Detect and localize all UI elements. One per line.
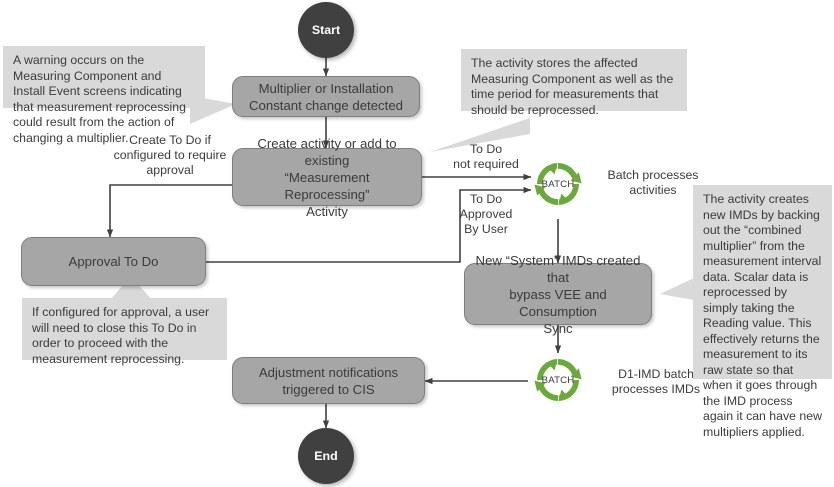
batch-imds-label: BATCH xyxy=(541,374,575,386)
callout-tail-imd xyxy=(660,278,694,300)
node-system-imds: New “System” IMDs created that bypass VE… xyxy=(464,253,652,336)
terminator-end-label: End xyxy=(314,449,338,463)
edge-label-create-todo: Create To Do if configured to require ap… xyxy=(113,133,227,177)
node-change-detected: Multiplier or Installation Constant chan… xyxy=(232,76,420,117)
batch-imds-caption: D1-IMD batch processes IMDs xyxy=(611,367,701,396)
terminator-end: End xyxy=(298,428,354,484)
callout-tail-approval xyxy=(110,276,152,300)
node-create-activity-label: Create activity or add to existing “Meas… xyxy=(257,135,397,219)
callout-activity-stores: The activity stores the affected Measuri… xyxy=(461,49,687,117)
callout-tail-activity-stores xyxy=(430,118,530,152)
callout-warning: A warning occurs on the Measuring Compon… xyxy=(3,46,205,145)
edge-label-todo-not-required: To Do not required xyxy=(453,142,519,171)
node-adjustment-notifications: Adjustment notifications triggered to CI… xyxy=(232,357,425,404)
batch-activities-label: BATCH xyxy=(541,178,575,190)
callout-imd-creation: The activity creates new IMDs by backing… xyxy=(693,185,832,439)
terminator-start-label: Start xyxy=(311,23,341,37)
edge-create-to-approval xyxy=(106,184,232,238)
batch-activities-icon: BATCH xyxy=(531,157,585,211)
batch-imds-icon: BATCH xyxy=(531,353,585,407)
callout-approval: If configured for approval, a user will … xyxy=(22,298,227,366)
edge-approval-to-batch xyxy=(206,186,532,263)
node-approval-todo-label: Approval To Do xyxy=(68,254,159,269)
node-approval-todo: Approval To Do xyxy=(21,237,206,286)
node-adjustment-notifications-label: Adjustment notifications triggered to CI… xyxy=(258,364,399,397)
edge-label-todo-approved: To Do Approved By User xyxy=(459,192,513,236)
batch-activities-caption: Batch processes activities xyxy=(607,168,699,197)
terminator-start: Start xyxy=(298,2,354,58)
node-system-imds-label: New “System” IMDs created that bypass VE… xyxy=(475,252,641,336)
node-change-detected-label: Multiplier or Installation Constant chan… xyxy=(249,80,403,113)
node-create-activity: Create activity or add to existing “Meas… xyxy=(232,136,422,219)
